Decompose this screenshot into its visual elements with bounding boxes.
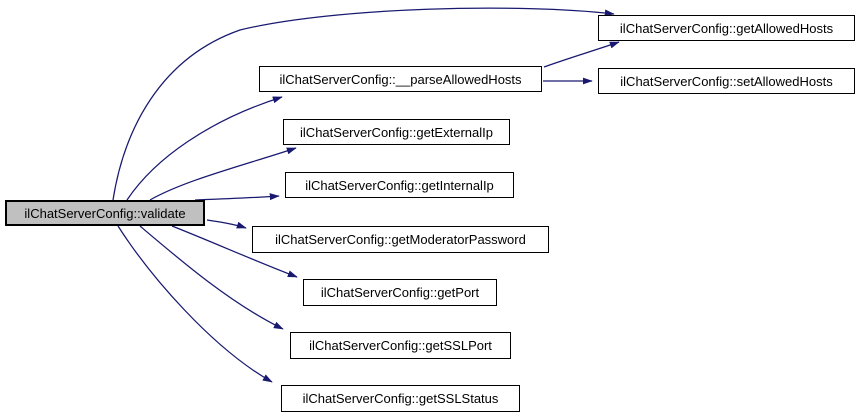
node-getPort-label: ilChatServerConfig::getPort [320, 285, 480, 300]
node-getExternalIp-label: ilChatServerConfig::getExternalIp [300, 124, 493, 140]
edge-validate-to-getAllowedHosts [112, 7, 615, 201]
node-getAllowedHosts[interactable]: ilChatServerConfig::getAllowedHosts [598, 15, 855, 41]
edge-validate-to-getPort [171, 225, 298, 278]
node-getModeratorPassword-label: ilChatServerConfig::getModeratorPassword [275, 232, 526, 247]
node-getExternalIp[interactable]: ilChatServerConfig::getExternalIp [283, 119, 510, 145]
node-validate-label: ilChatServerConfig::validate [24, 205, 186, 221]
node-parseAllowedHosts[interactable]: ilChatServerConfig::__parseAllowedHosts [259, 66, 542, 92]
node-getAllowedHosts-label: ilChatServerConfig::getAllowedHosts [619, 20, 834, 36]
node-getSSLPort-label: ilChatServerConfig::getSSLPort [309, 338, 492, 353]
node-getSSLPort[interactable]: ilChatServerConfig::getSSLPort [290, 332, 511, 359]
edge-validate-to-parseAllowedHosts [126, 96, 283, 201]
node-getInternalIp-label: ilChatServerConfig::getInternalIp [305, 177, 494, 193]
node-setAllowedHosts[interactable]: ilChatServerConfig::setAllowedHosts [598, 68, 855, 94]
node-validate: ilChatServerConfig::validate [5, 200, 205, 226]
node-parseAllowedHosts-label: ilChatServerConfig::__parseAllowedHosts [279, 71, 522, 87]
edge-validate-to-getExternalIp [149, 147, 297, 201]
edge-parseAllowedHosts-to-getAllowedHosts [543, 41, 620, 68]
edge-validate-to-getSSLPort [139, 225, 284, 330]
edge-validate-to-getInternalIp [194, 193, 280, 201]
node-getSSLStatus-label: ilChatServerConfig::getSSLStatus [302, 391, 499, 406]
edge-validate-to-getSSLStatus [117, 225, 273, 383]
edge-validate-to-getModeratorPassword [206, 219, 247, 229]
node-getModeratorPassword[interactable]: ilChatServerConfig::getModeratorPassword [252, 226, 549, 253]
node-getSSLStatus[interactable]: ilChatServerConfig::getSSLStatus [281, 385, 520, 412]
node-setAllowedHosts-label: ilChatServerConfig::setAllowedHosts [620, 73, 833, 89]
node-getInternalIp[interactable]: ilChatServerConfig::getInternalIp [285, 172, 514, 198]
node-getPort[interactable]: ilChatServerConfig::getPort [303, 279, 497, 306]
